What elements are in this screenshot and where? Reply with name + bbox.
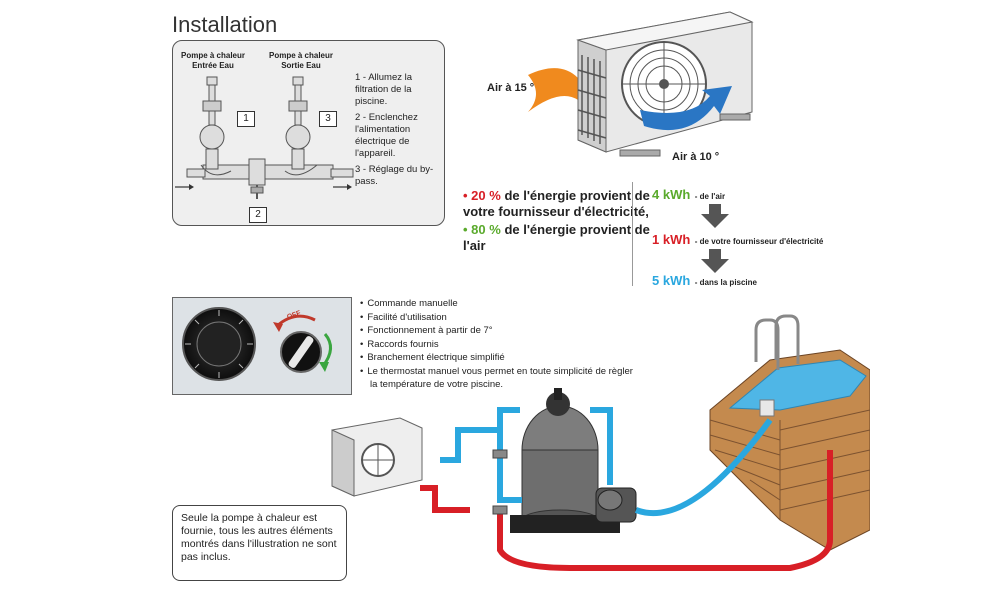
sand-filter-icon — [510, 388, 620, 533]
down-arrow-icon — [701, 204, 729, 228]
pct-electric: 20 % — [471, 188, 501, 203]
installation-box: Pompe à chaleur Entrée Eau Pompe à chale… — [172, 40, 445, 226]
features-list: Commande manuelle Facilité d'utilisation… — [360, 297, 690, 392]
energy-divider — [632, 182, 633, 286]
step-number-3: 3 — [319, 111, 337, 127]
energy-line-electric: • 20 % de l'énergie provient de votre fo… — [463, 188, 663, 220]
control-panel-photo: OFF — [172, 297, 352, 395]
pct-air: 80 % — [471, 222, 501, 237]
tap-label-inlet-line1: Pompe à chaleur — [180, 51, 246, 60]
kwh-electric-note: - de votre fournisseur d'électricité — [694, 237, 824, 246]
cold-air-arrow-icon — [640, 86, 732, 131]
side-grille-icon — [577, 55, 607, 144]
air-in-label: Air à 15 ° — [487, 82, 535, 94]
kwh-pool-value: 5 kWh — [652, 273, 691, 288]
step-number-1: 1 — [237, 111, 255, 127]
fan-icon — [621, 41, 707, 127]
text-air: de l'énergie provient de l'air — [463, 222, 650, 253]
kwh-pool-note: - dans la piscine — [694, 278, 757, 287]
energy-breakdown: • 20 % de l'énergie provient de votre fo… — [463, 188, 663, 254]
step-number-2: 2 — [249, 207, 267, 223]
tap-label-inlet-line2: Entrée Eau — [192, 61, 234, 70]
energy-line-air: • 80 % de l'énergie provient de l'air — [463, 222, 663, 254]
install-step-1: 1 - Allumez la filtration de la piscine. — [355, 72, 413, 107]
pool-installation-scene — [331, 314, 870, 571]
valve-right-icon — [284, 76, 318, 176]
heat-pump-illustration — [528, 11, 754, 157]
tap-label-outlet-line2: Sortie Eau — [281, 61, 321, 70]
install-step-2: 2 - Enclenchez l'alimentation électrique… — [355, 112, 418, 159]
install-steps: 1 - Allumez la filtration de la piscine.… — [355, 72, 443, 192]
feature-item: Facilité d'utilisation — [360, 311, 690, 325]
tap-label-outlet-line1: Pompe à chaleur — [268, 51, 334, 60]
install-step-3: 3 - Réglage du by-pass. — [355, 164, 434, 187]
kwh-row-electric: 1 kWh - de votre fournisseur d'électrici… — [652, 231, 823, 249]
tap-label-outlet: Pompe à chaleur Sortie Eau — [266, 51, 336, 71]
feature-item: Commande manuelle — [360, 297, 690, 311]
kwh-row-air: 4 kWh - de l'air — [652, 186, 725, 204]
feature-item: Branchement électrique simplifié — [360, 351, 690, 365]
air-out-label: Air à 10 ° — [672, 151, 720, 163]
kwh-electric-value: 1 kWh — [652, 232, 691, 247]
feature-item-continued: la température de votre piscine. — [370, 379, 504, 390]
pool-pump-icon — [595, 487, 637, 523]
valve-left-icon — [199, 76, 232, 176]
down-arrow-icon — [701, 249, 729, 273]
feature-item: Fonctionnement à partir de 7° — [360, 324, 690, 338]
tap-label-inlet: Pompe à chaleur Entrée Eau — [178, 51, 248, 71]
flow-arrow-in-icon — [175, 184, 194, 190]
hot-pipe — [420, 485, 470, 513]
heat-pump-unit-icon — [331, 417, 423, 497]
kwh-air-note: - de l'air — [694, 192, 726, 201]
feature-item: Raccords fournis — [360, 338, 690, 352]
page-title: Installation — [172, 12, 278, 37]
text-electric: de l'énergie provient de votre fournisse… — [463, 188, 650, 219]
wooden-pool-icon — [709, 314, 870, 551]
kwh-row-pool: 5 kWh - dans la piscine — [652, 272, 757, 290]
flow-arrow-out-icon — [333, 184, 352, 190]
kwh-air-value: 4 kWh — [652, 187, 691, 202]
bypass-valve-icon — [248, 158, 266, 199]
disclaimer-note: Seule la pompe à chaleur est fournie, to… — [172, 505, 347, 581]
thermostat-dial-icon — [173, 298, 351, 394]
valve-bypass-drawing — [175, 76, 354, 199]
cold-pipe — [440, 427, 522, 503]
feature-item: Le thermostat manuel vous permet en tout… — [360, 365, 690, 379]
bullet-red: • — [463, 188, 472, 203]
bullet-green: • — [463, 222, 472, 237]
